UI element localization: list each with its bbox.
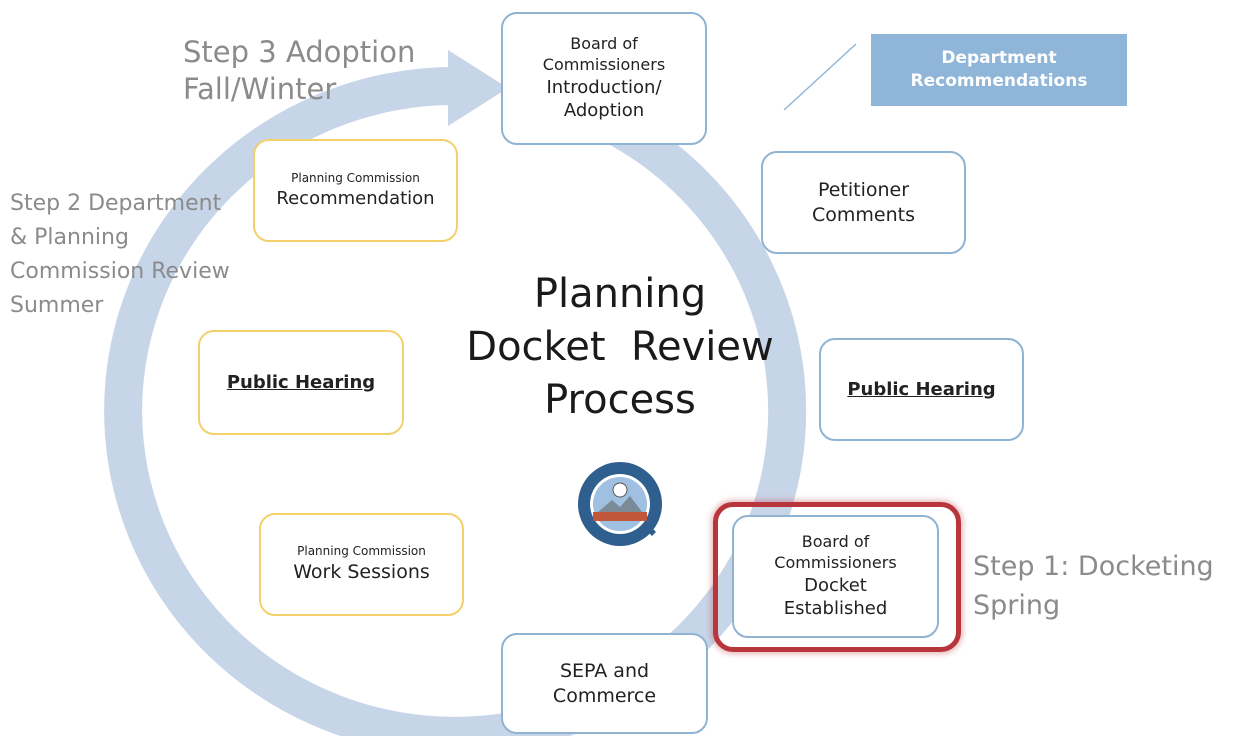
node-line: Docket (804, 574, 867, 596)
step2-line2: & Planning (10, 225, 129, 251)
node-line: SEPA and (559, 659, 650, 682)
node-line: Board of (570, 34, 638, 54)
node-sepa-commerce: SEPA and Commerce (501, 633, 708, 734)
step2-line1: Step 2 Department (10, 191, 222, 216)
step2-label: Step 2 Department & Planning Commission … (10, 187, 230, 323)
node-line: Commissioners (774, 553, 897, 573)
ring-arrowhead (448, 50, 508, 126)
node-line: Planning Commission (291, 171, 420, 185)
step2-line3: Commission Review (10, 259, 230, 285)
node-petitioner-comments: Petitioner Comments (761, 151, 966, 254)
node-line: Public Hearing (226, 371, 376, 393)
step3-line1: Step 3 Adoption (183, 35, 416, 69)
county-seal-logo (578, 462, 662, 546)
callout-line2: Recommendations (910, 71, 1088, 91)
callout-line1: Department (941, 48, 1057, 69)
node-public-hearing-left: Public Hearing (198, 330, 404, 435)
department-recommendations-callout: Department Recommendations (871, 34, 1127, 106)
step1-line2: Spring (973, 590, 1061, 622)
step1-label: Step 1: Docketing Spring (973, 547, 1214, 625)
node-line: Public Hearing (847, 378, 996, 400)
node-public-hearing-right: Public Hearing (819, 338, 1024, 441)
node-line: Commissioners (542, 55, 666, 75)
step3-label: Step 3 Adoption Fall/Winter (183, 34, 415, 108)
step1-line1: Step 1: Docketing (973, 551, 1214, 582)
highlight-frame (713, 502, 961, 652)
node-line: Established (783, 598, 888, 620)
node-line: Adoption (563, 100, 645, 122)
node-line: Introduction/ (546, 76, 662, 98)
node-line: Board of (801, 532, 870, 552)
node-pc-work-sessions: Planning Commission Work Sessions (259, 513, 464, 616)
step3-line2: Fall/Winter (183, 72, 337, 107)
node-line: Work Sessions (293, 560, 430, 583)
title-line1: Planning (533, 271, 707, 317)
title-line3: Process (544, 376, 696, 423)
step2-line4: Summer (10, 293, 104, 319)
node-pc-recommendation: Planning Commission Recommendation (253, 139, 458, 242)
node-line: Planning Commission (297, 544, 426, 559)
node-line: Recommendation (276, 187, 435, 209)
node-line: Commerce (552, 684, 657, 707)
cycle-ring (104, 66, 807, 736)
title-line2: Docket Review (466, 323, 774, 370)
node-boc-docket-established: Board of Commissioners Docket Establishe… (732, 515, 939, 638)
node-line: Comments (812, 203, 915, 226)
node-line: Petitioner (817, 178, 910, 201)
callout-leader-line (783, 43, 857, 111)
diagram-title: Planning Docket Review Process (460, 268, 780, 426)
node-boc-introduction-adoption: Board of Commissioners Introduction/ Ado… (501, 12, 707, 145)
